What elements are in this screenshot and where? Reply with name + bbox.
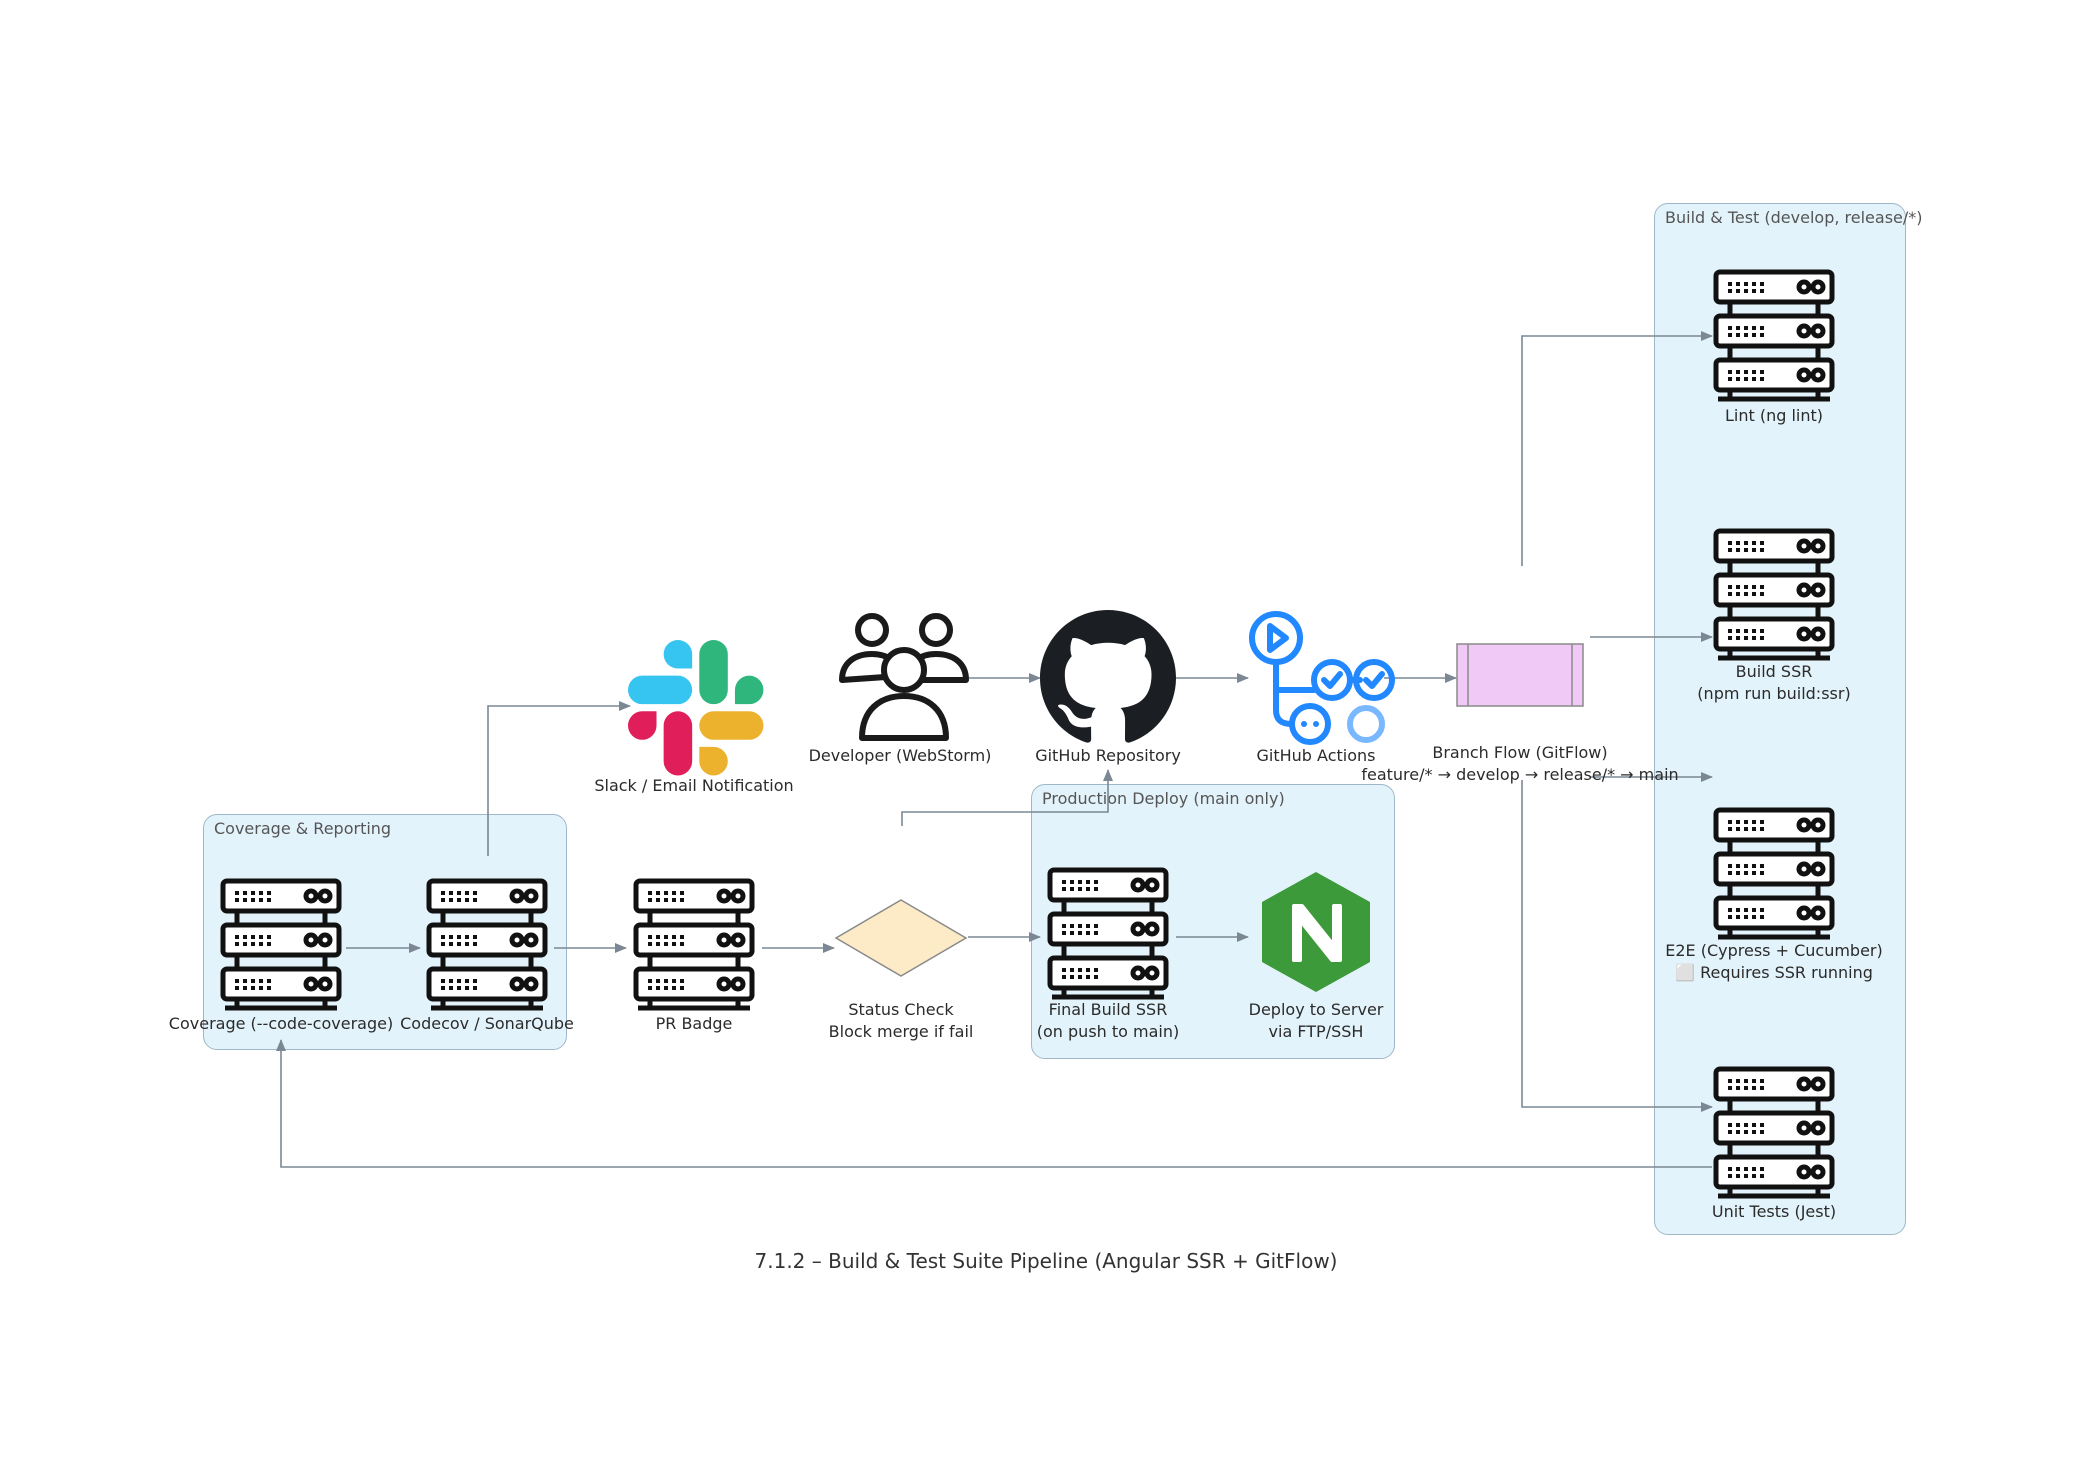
server-icon: [1713, 269, 1835, 402]
edge-branch-to-unit: [1521, 780, 1713, 1112]
edge-unit-to-coverage: [276, 1039, 1712, 1168]
pr-badge-label: PR Badge: [655, 1014, 733, 1033]
deploy-sublabel: via FTP/SSH: [1268, 1022, 1364, 1041]
slack-label: Slack / Email Notification: [594, 776, 794, 795]
final-build-sublabel: (on push to main): [1036, 1022, 1180, 1041]
edge-codecov-to-slack: [487, 701, 631, 856]
nginx-icon: [1262, 872, 1370, 992]
server-icon: [426, 878, 548, 1011]
coverage-label: Coverage (--code-coverage): [168, 1014, 394, 1033]
status-check-sublabel: Block merge if fail: [828, 1022, 974, 1041]
edge-status-to-repo: [901, 769, 1113, 826]
diagram-title: 7.1.2 – Build & Test Suite Pipeline (Ang…: [754, 1249, 1338, 1273]
cluster-coverage-label: Coverage & Reporting: [214, 819, 392, 838]
github-actions-label: GitHub Actions: [1256, 746, 1376, 765]
status-check-diamond: [834, 899, 968, 977]
deploy-label: Deploy to Server: [1248, 1000, 1384, 1019]
github-actions-icon: [1249, 611, 1395, 745]
status-check-label: Status Check: [848, 1000, 954, 1019]
cluster-build-test-label: Build & Test (develop, release/*): [1665, 208, 1923, 227]
branch-flow-sublabel: feature/* → develop → release/* → main: [1361, 765, 1679, 784]
build-ssr-sublabel: (npm run build:ssr): [1697, 684, 1851, 703]
branch-flow-label: Branch Flow (GitFlow): [1432, 743, 1608, 762]
github-repo-label: GitHub Repository: [1035, 746, 1181, 765]
branch-flow-node: [1456, 643, 1584, 707]
slack-icon: [628, 640, 764, 776]
e2e-sublabel: ⬜ Requires SSR running: [1675, 963, 1873, 982]
e2e-label: E2E (Cypress + Cucumber): [1665, 941, 1883, 960]
server-icon: [633, 878, 755, 1011]
build-ssr-label: Build SSR: [1735, 662, 1813, 681]
unit-tests-label: Unit Tests (Jest): [1711, 1202, 1837, 1221]
codecov-label: Codecov / SonarQube: [400, 1014, 574, 1033]
server-icon: [1047, 867, 1169, 1000]
server-icon: [220, 878, 342, 1011]
github-icon: [1040, 610, 1176, 743]
lint-label: Lint (ng lint): [1724, 406, 1824, 425]
cluster-production-label: Production Deploy (main only): [1042, 789, 1285, 808]
edge-branch-to-lint: [1521, 331, 1713, 566]
server-icon: [1713, 807, 1835, 940]
final-build-label: Final Build SSR: [1048, 1000, 1168, 1019]
developer-label: Developer (WebStorm): [808, 746, 992, 765]
users-icon: [839, 613, 969, 741]
server-icon: [1713, 1066, 1835, 1199]
server-icon: [1713, 528, 1835, 661]
